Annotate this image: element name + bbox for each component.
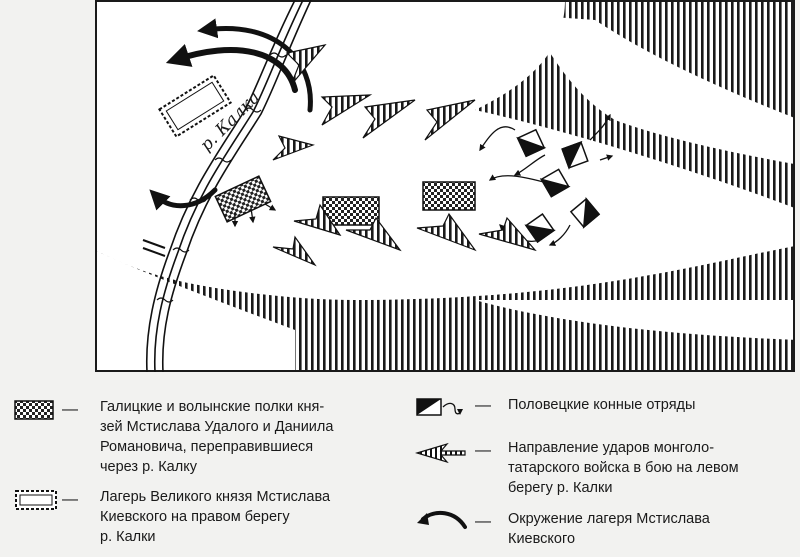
- polovtsian-movement: [479, 113, 614, 246]
- encirclement-arrow-icon: [417, 510, 467, 529]
- polovtsian-symbol-icon: [416, 398, 463, 416]
- battle-map-svg: р. Калка: [95, 0, 795, 372]
- legend-dash: —: [475, 513, 491, 530]
- galician-small-arrows: [231, 203, 277, 228]
- attack-arrow-icon: [415, 442, 466, 464]
- legend-dash: —: [475, 397, 491, 414]
- checker-symbol-icon: [14, 400, 54, 420]
- legend-item-mongol-attack: — Направление ударов монголо- татарского…: [405, 430, 800, 500]
- battle-map: р. Калка: [95, 0, 795, 372]
- encirclement-arrows: [149, 18, 313, 211]
- field-wedge-top: [525, 15, 795, 165]
- legend-dash: —: [62, 491, 78, 508]
- legend-item-galician: — Галицкие и волынские полки кня- зей Мс…: [0, 385, 400, 475]
- legend-text-galician: Галицкие и волынские полки кня- зей Мсти…: [100, 399, 334, 475]
- map-frame: [95, 0, 795, 372]
- legend-dash: —: [62, 401, 78, 418]
- field-wedge-bottom: [475, 299, 795, 340]
- river-crossing: [142, 239, 166, 257]
- polovtsian-units: [516, 128, 601, 243]
- legend-text-mongol-attack: Направление ударов монголо- татарского в…: [508, 440, 739, 496]
- legend-text-polovtsian: Половецкие конные отряды: [508, 397, 696, 413]
- legend-item-encirclement: — Окружение лагеря Мстислава Киевского: [405, 505, 800, 555]
- camp-symbol-icon: [15, 490, 57, 510]
- legend-item-polovtsian: — Половецкие конные отряды: [405, 385, 800, 425]
- legend-text-camp: Лагерь Великого князя Мстислава Киевског…: [100, 489, 331, 545]
- camp-kiev: [158, 74, 232, 138]
- legend-text-encirclement: Окружение лагеря Мстислава Киевского: [508, 511, 710, 547]
- open-field-lower: [95, 250, 295, 372]
- legend-dash: —: [475, 442, 491, 459]
- legend-item-camp: — Лагерь Великого князя Мстислава Киевск…: [0, 485, 400, 555]
- map-legend: — Галицкие и волынские полки кня- зей Мс…: [0, 385, 800, 557]
- mongol-attack-arrows: [272, 44, 537, 267]
- galician-regiments: [214, 175, 476, 226]
